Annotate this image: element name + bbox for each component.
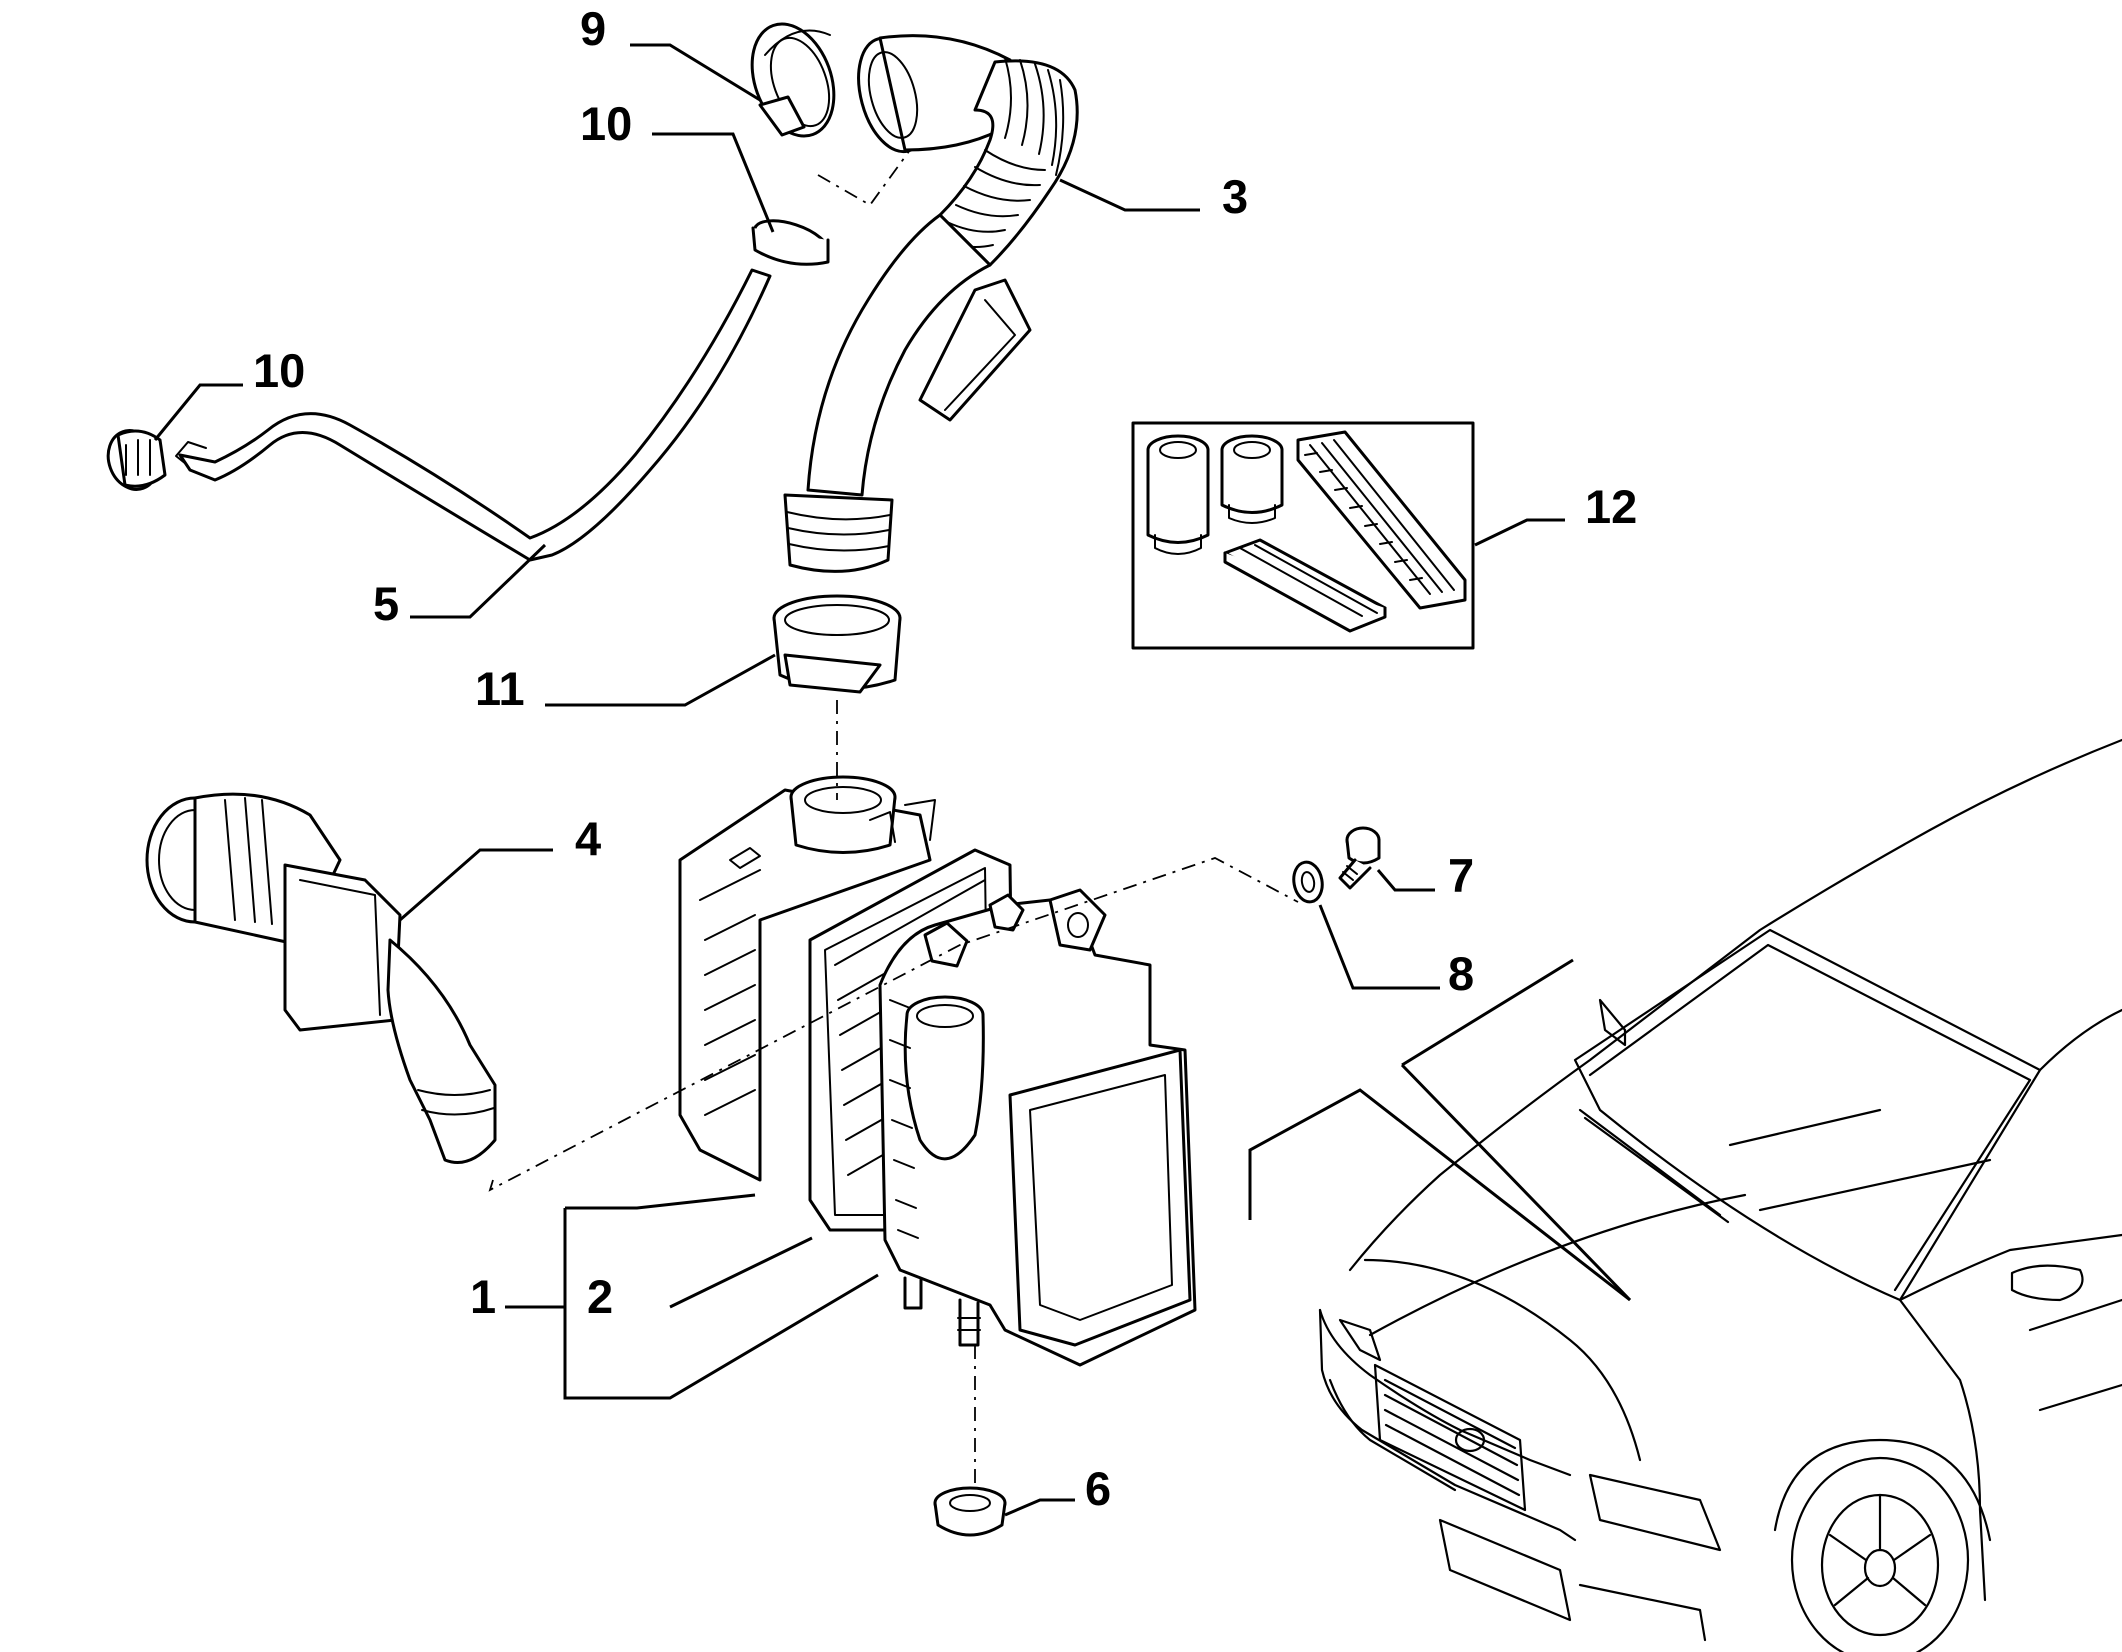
- part-10-small-clamp-left: [106, 429, 167, 491]
- callout-label-9: 9: [580, 2, 606, 55]
- callout-label-3: 3: [1222, 170, 1248, 223]
- part-9-hose-clamp: [750, 22, 836, 138]
- part-12-filter-service-kit: [1131, 421, 1475, 650]
- callout-label-5: 5: [373, 577, 399, 630]
- callout-5: 5: [373, 543, 547, 630]
- callout-label-10-left: 10: [253, 344, 305, 397]
- callout-label-7: 7: [1448, 849, 1474, 902]
- callout-10-left: 10: [153, 344, 305, 441]
- part-7-bolt: [1338, 826, 1381, 890]
- part-10-small-clamp-upper: [751, 219, 830, 266]
- part-1-housing-front: [878, 888, 1197, 1367]
- vehicle-outline-illustration: [1318, 738, 2122, 1652]
- part-6-grommet: [933, 1486, 1007, 1537]
- callout-3: 3: [1059, 170, 1248, 223]
- callout-9: 9: [580, 2, 761, 102]
- part-4-inlet-duct: [145, 792, 497, 1164]
- callout-label-4: 4: [575, 812, 601, 865]
- part-11-band-clamp: [772, 594, 902, 694]
- callout-label-8: 8: [1448, 947, 1474, 1000]
- callout-12: 12: [1474, 480, 1637, 547]
- part-3-intake-duct: [783, 34, 1079, 573]
- engine-bay-pointer-lines: [1248, 958, 1632, 1302]
- callout-6: 6: [1004, 1462, 1111, 1517]
- callout-label-12: 12: [1585, 480, 1637, 533]
- callout-label-6: 6: [1085, 1462, 1111, 1515]
- callout-1-2-bracket: 1: [470, 1193, 879, 1400]
- callout-2: 2: [587, 1270, 613, 1323]
- callout-label-11: 11: [475, 662, 525, 715]
- callout-label-2: 2: [587, 1270, 613, 1323]
- callout-10-upper: 10: [580, 97, 775, 233]
- callout-4: 4: [399, 812, 601, 922]
- part-5-breather-hose: [175, 268, 772, 562]
- callout-label-10-upper: 10: [580, 97, 632, 150]
- callout-11: 11: [475, 653, 776, 715]
- part-1-air-filter-housing: [678, 775, 936, 1182]
- assembly-dash-lines: [488, 149, 1299, 1485]
- callout-label-1: 1: [470, 1270, 496, 1323]
- callout-8: 8: [1318, 904, 1474, 1000]
- part-8-washer: [1292, 860, 1324, 904]
- callout-7: 7: [1376, 849, 1474, 902]
